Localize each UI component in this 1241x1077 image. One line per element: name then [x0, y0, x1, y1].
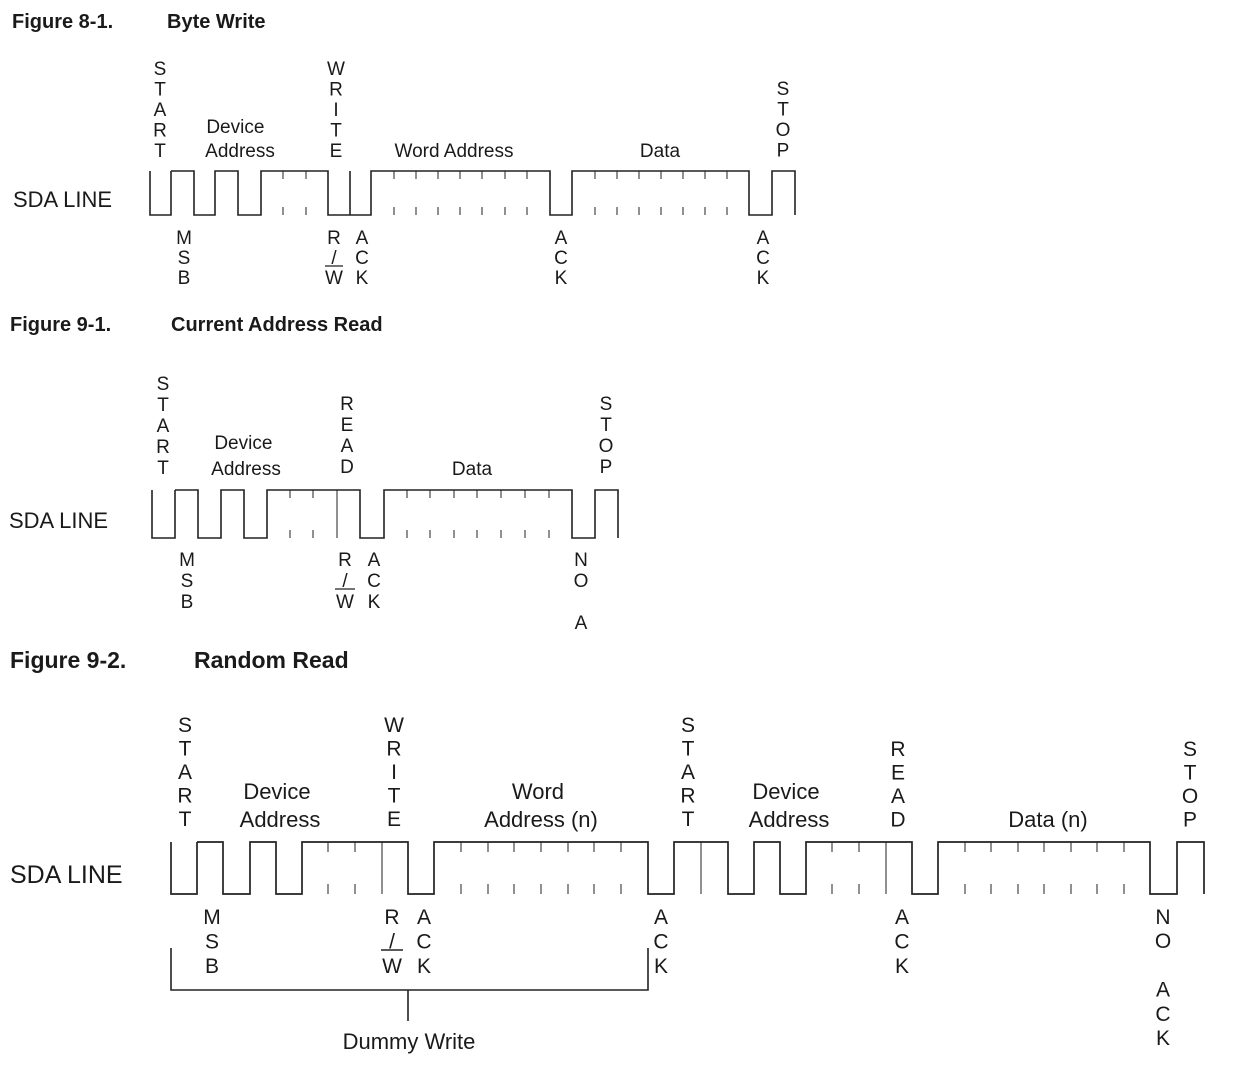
bit-ticks [327, 842, 1125, 894]
figure-title: Byte Write [167, 11, 266, 33]
bit-ticks [289, 490, 550, 538]
word-address-label: Word Address (n) [484, 779, 598, 832]
sda-line-label: SDA LINE [9, 508, 108, 533]
sda-waveform [151, 489, 619, 539]
figure-number: Figure 9-2. [10, 647, 126, 673]
device-address-label: Device Address [240, 779, 321, 832]
figure-title: Random Read [194, 647, 349, 673]
rw-label: R/W [336, 550, 354, 613]
word-address-label: Word Address [395, 141, 514, 162]
device-address-label: Device Address [749, 779, 830, 832]
data-label: Data [640, 141, 681, 162]
figure-number: Figure 9-1. [10, 314, 111, 336]
bit-ticks [282, 171, 728, 215]
sda-line-label: SDA LINE [10, 861, 123, 889]
rw-label: R/W [382, 906, 402, 978]
figure-number: Figure 8-1. [12, 11, 113, 33]
dummy-write-label: Dummy Write [343, 1029, 476, 1054]
data-label: Data (n) [1008, 807, 1087, 832]
sda-waveform [149, 170, 796, 216]
rw-label: R/W [325, 228, 343, 289]
data-label: Data [452, 459, 493, 480]
figure-title: Current Address Read [171, 314, 383, 336]
dummy-write-brace [170, 948, 649, 1021]
sda-waveform [170, 841, 1205, 895]
clip-mask [560, 637, 620, 649]
device-address-label: Device Address [211, 433, 281, 480]
device-address-label: Device Address [205, 117, 275, 162]
sda-line-label: SDA LINE [13, 187, 112, 212]
